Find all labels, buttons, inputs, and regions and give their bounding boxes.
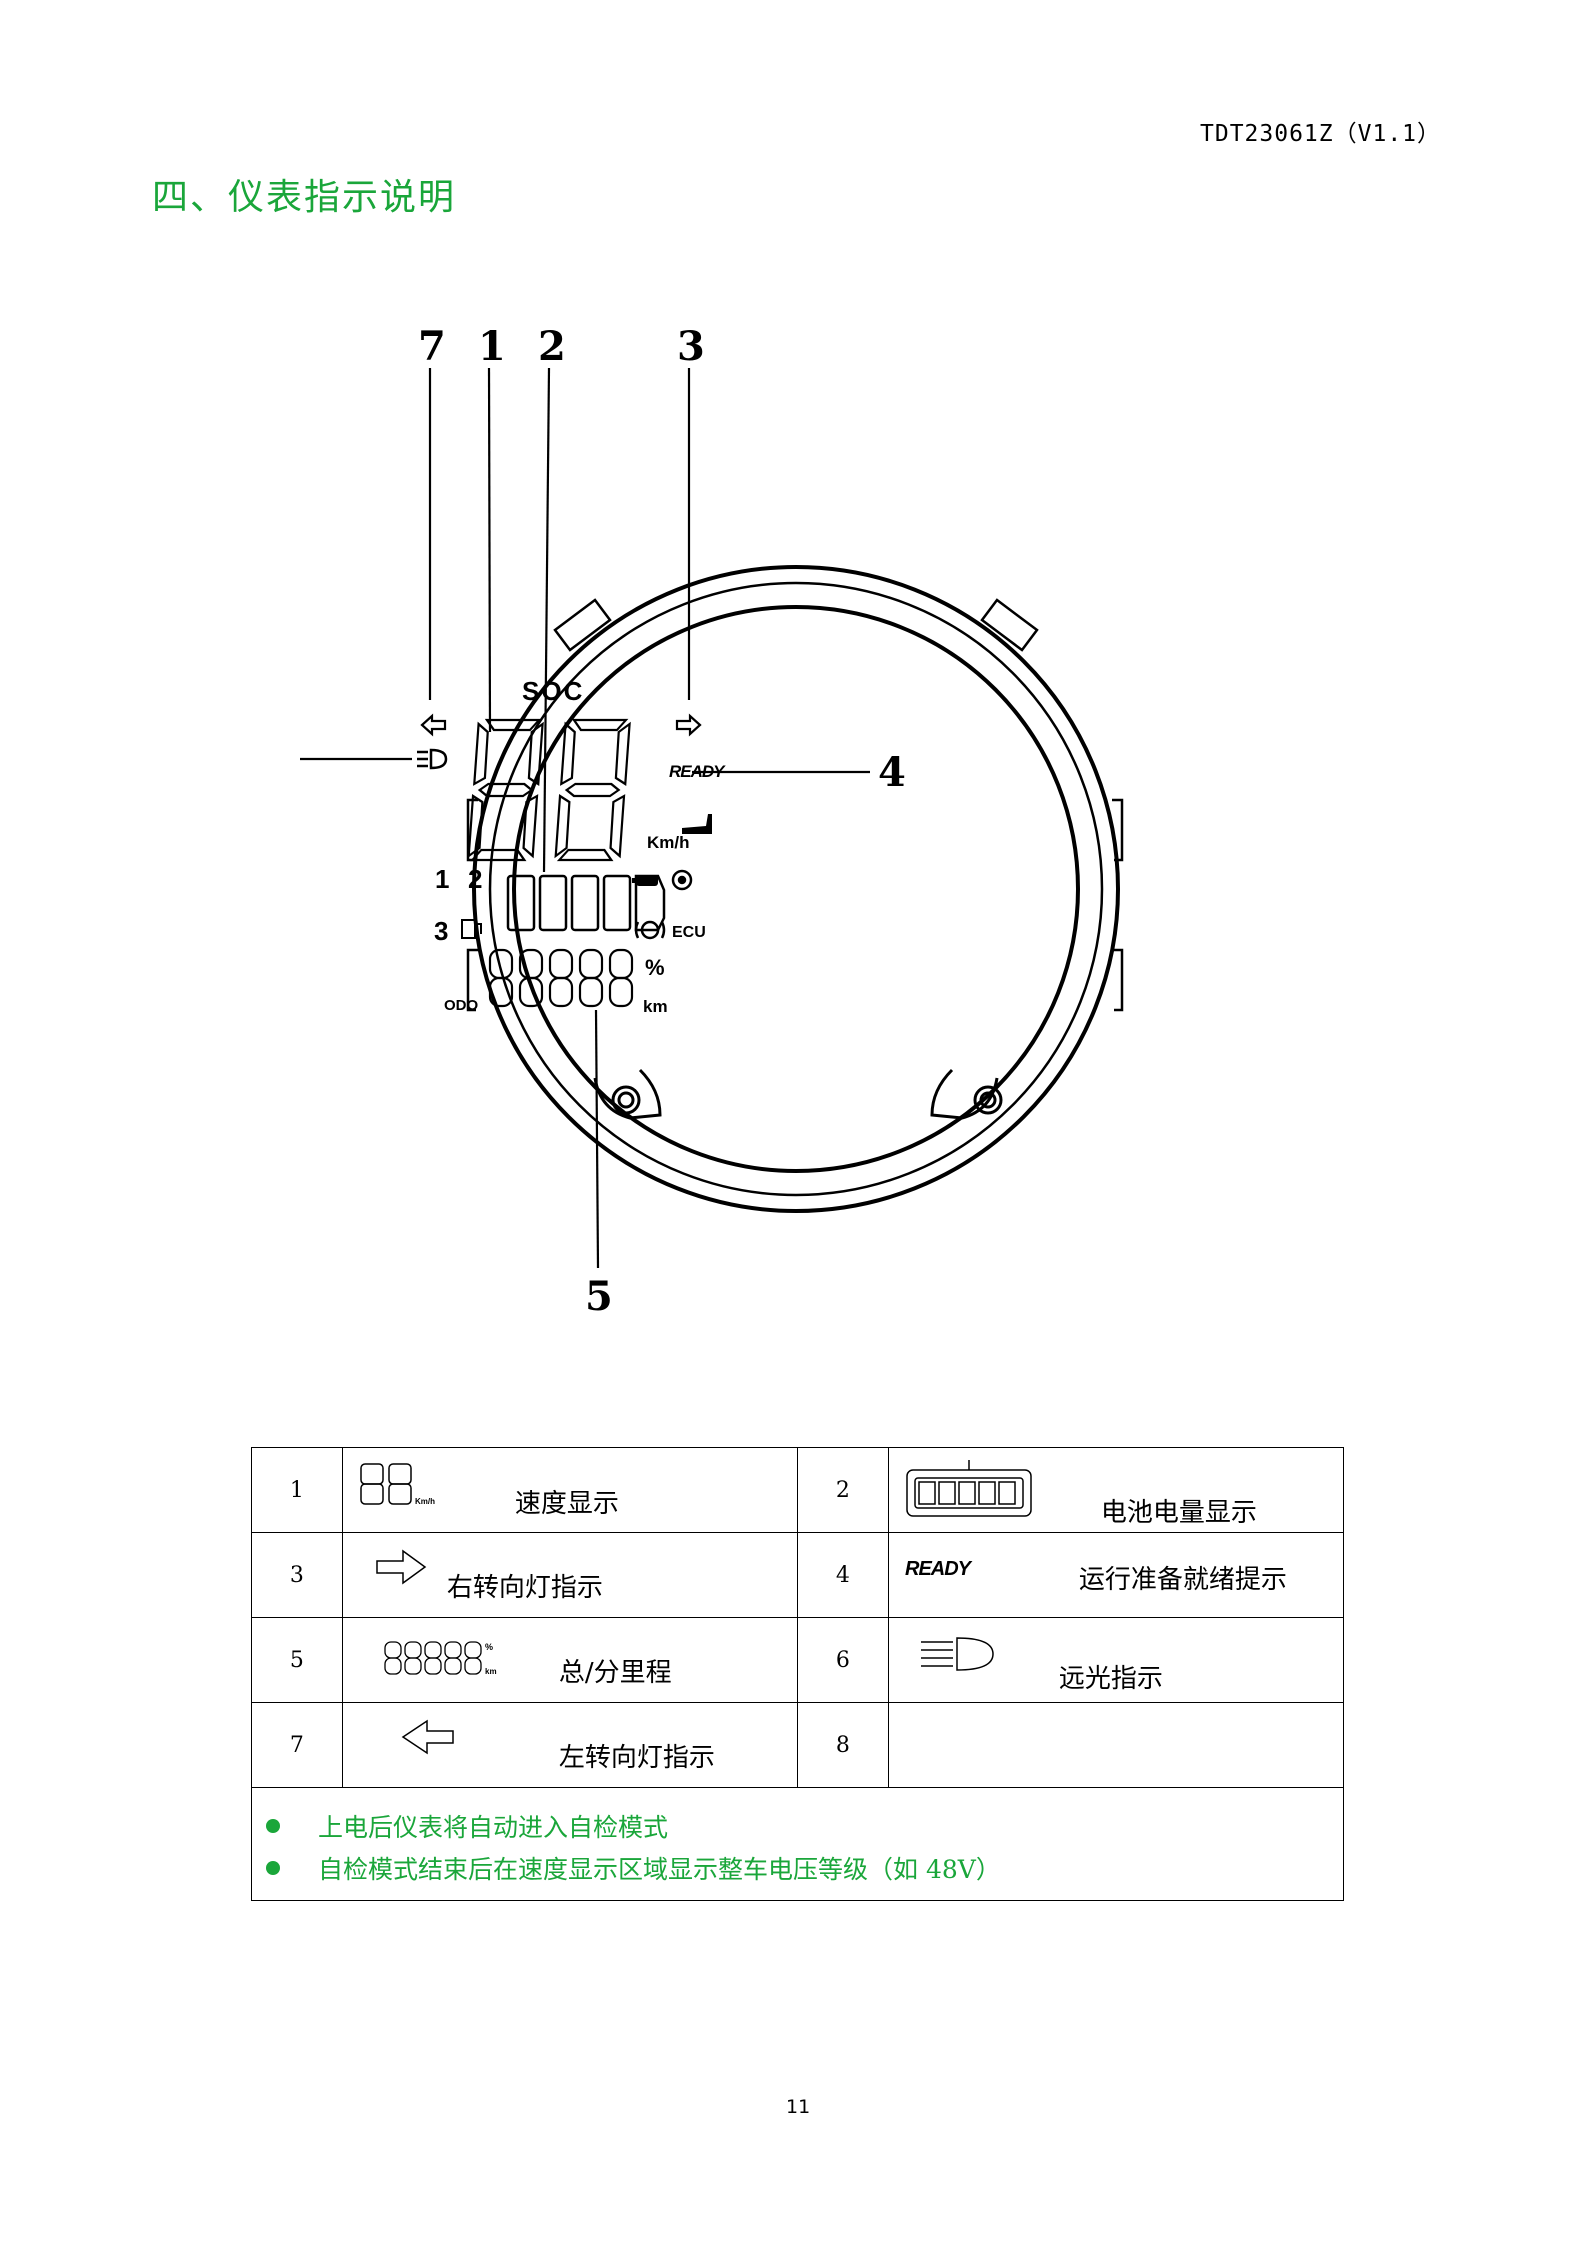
speed-unit-label: Km/h (647, 833, 690, 852)
legend-text: 电池电量显示 (1100, 1498, 1257, 1528)
high-beam-legend-icon (920, 1637, 994, 1671)
instrument-diagram: 7 1 2 3 6 4 5 SOC (300, 323, 1124, 1320)
legend-table: 1 Km/h 速度显示 2 (251, 1447, 1345, 1901)
row-number: 3 (251, 1532, 343, 1618)
callout-2: 2 (538, 323, 566, 370)
engine-icon (632, 875, 658, 886)
row-number: 7 (251, 1702, 343, 1788)
callout-3: 3 (677, 323, 705, 370)
note-text: 上电后仪表将自动进入自检模式 (318, 1813, 669, 1842)
soc-label: SOC (522, 676, 584, 706)
ready-small-label: READY (905, 1558, 973, 1580)
note-item: 上电后仪表将自动进入自检模式 (266, 1805, 1343, 1847)
gear-1-label: 1 (435, 864, 449, 894)
table-row: 1 Km/h 速度显示 2 (251, 1447, 1345, 1533)
legend-cell: 远光指示 (887, 1617, 1345, 1703)
table-row: 7 左转向灯指示 8 (251, 1702, 1345, 1788)
bullet-icon (266, 1861, 280, 1875)
charge-station-icon (461, 919, 482, 939)
warning-icon (671, 869, 693, 891)
odometer-icon: % km (384, 1641, 497, 1676)
legend-cell-empty (887, 1702, 1345, 1788)
row-number: 8 (796, 1702, 889, 1788)
leader-5 (594, 1009, 600, 1269)
callout-4: 4 (878, 749, 906, 796)
row-number: 2 (796, 1447, 889, 1533)
legend-text: 速度显示 (514, 1489, 619, 1519)
leader-2 (542, 367, 551, 873)
high-beam-icon (417, 748, 448, 770)
ready-label: READY (669, 762, 726, 781)
legend-text: 左转向灯指示 (558, 1743, 715, 1773)
ready-icon: READY (905, 1558, 974, 1580)
speed-digits (467, 718, 631, 862)
legend-text: 右转向灯指示 (446, 1573, 603, 1603)
odo-label: ODO (444, 997, 479, 1014)
note-item: 自检模式结束后在速度显示区域显示整车电压等级（如 48V） (266, 1847, 1343, 1889)
kmh-small-label: Km/h (415, 1497, 435, 1506)
odometer-digits (488, 948, 634, 1008)
leader-1 (487, 367, 492, 733)
gear-3-label: 3 (434, 916, 448, 946)
legend-text: 运行准备就绪提示 (1078, 1565, 1287, 1595)
left-arrow-icon (401, 1719, 454, 1755)
percent-label: % (645, 955, 665, 980)
legend-cell: Km/h 速度显示 (341, 1447, 798, 1533)
row-number: 6 (796, 1617, 889, 1703)
row-number: 5 (251, 1617, 343, 1703)
speed-digit-2 (554, 718, 631, 862)
pct-small-label: % (485, 1642, 493, 1652)
callout-1: 1 (478, 323, 506, 370)
speed-digit-1 (467, 718, 544, 862)
section-title: 四、仪表指示说明 (152, 177, 457, 218)
page-number: 11 (786, 2096, 811, 2118)
note-text: 自检模式结束后在速度显示区域显示整车电压等级（如 48V） (318, 1855, 1001, 1884)
mounting-ear-left (593, 1068, 662, 1120)
legend-cell: 右转向灯指示 (341, 1532, 798, 1618)
gear-2-label: 2 (468, 864, 482, 894)
km-small-label: km (485, 1667, 497, 1676)
right-turn-arrow-icon (675, 713, 702, 737)
legend-text: 远光指示 (1058, 1664, 1163, 1694)
legend-cell: 左转向灯指示 (341, 1702, 798, 1788)
table-row: 3 右转向灯指示 4 READY 运行准备就绪提示 (251, 1532, 1345, 1618)
table-row: 上电后仪表将自动进入自检模式 自检模式结束后在速度显示区域显示整车电压等级（如 … (251, 1787, 1344, 1901)
ecu-label: ECU (672, 924, 706, 941)
callout-7: 7 (418, 323, 446, 370)
legend-cell: 电池电量显示 (887, 1447, 1345, 1533)
mounting-ear-right (930, 1068, 1003, 1120)
legend-cell: READY 运行准备就绪提示 (887, 1532, 1345, 1618)
km-label: km (643, 997, 668, 1016)
speed-digits-icon: Km/h (360, 1463, 435, 1506)
left-turn-arrow-icon (420, 713, 447, 737)
callout-5: 5 (585, 1273, 613, 1320)
table-row: 5 % km 总/分里程 6 (251, 1617, 1345, 1703)
legend-cell: % km 总/分里程 (341, 1617, 798, 1703)
battery-icon (906, 1460, 1032, 1517)
seat-icon (682, 814, 712, 834)
dial-housing (466, 565, 1124, 1213)
right-arrow-icon (376, 1549, 427, 1585)
row-number: 1 (251, 1447, 343, 1533)
row-number: 4 (796, 1532, 889, 1618)
bullet-icon (266, 1819, 280, 1833)
legend-text: 总/分里程 (558, 1658, 672, 1688)
document-code: TDT23061Z（V1.1） (1200, 121, 1442, 147)
brake-icon (634, 920, 666, 940)
notes-cell: 上电后仪表将自动进入自检模式 自检模式结束后在速度显示区域显示整车电压等级（如 … (251, 1787, 1344, 1901)
